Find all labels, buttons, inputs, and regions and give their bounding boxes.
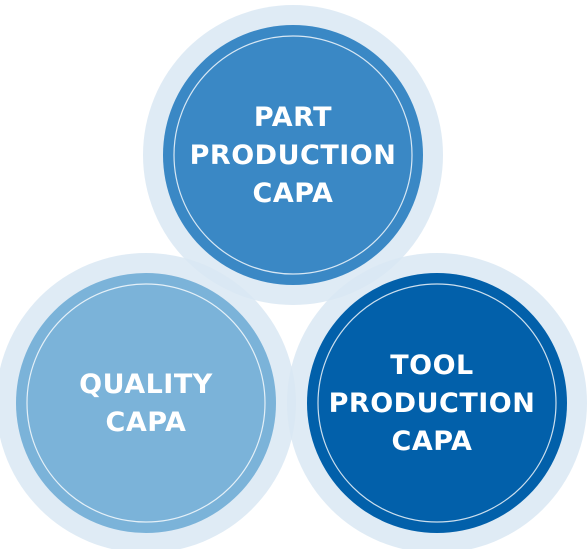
tool-production-inner-ring (317, 283, 557, 523)
tool-production-disc (307, 273, 567, 533)
quality-capa-circle (0, 253, 296, 549)
part-production-capa-label: PART PRODUCTION CAPA (189, 102, 397, 209)
tool-production-capa-circle (287, 253, 587, 549)
tool-production-capa-label: TOOL PRODUCTION CAPA (328, 350, 536, 457)
quality-inner-ring (26, 283, 266, 523)
quality-capa-label: QUALITY CAPA (79, 369, 213, 438)
part-production-capa-circle (143, 5, 443, 305)
part-production-inner-ring (173, 35, 413, 275)
quality-disc (16, 273, 276, 533)
part-production-disc (163, 25, 423, 285)
